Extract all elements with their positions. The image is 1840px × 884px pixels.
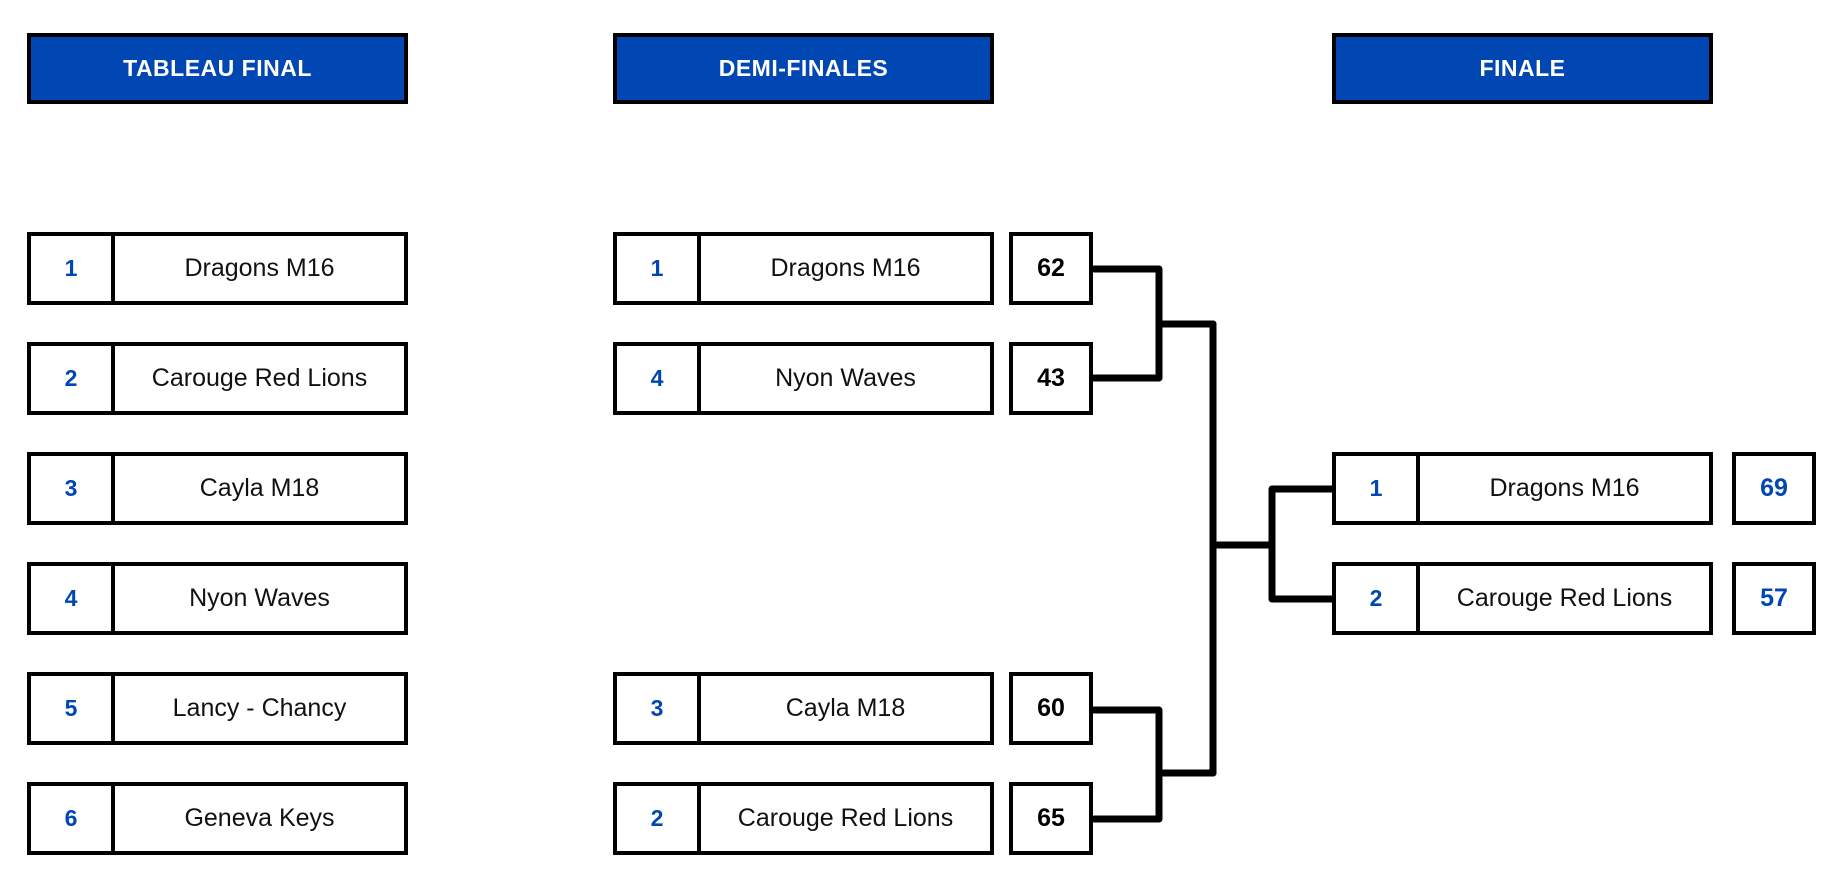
seed-label: 4: [617, 346, 701, 411]
semi-score-4: 65: [1009, 782, 1093, 855]
semi-row-1: 1 Dragons M16: [613, 232, 994, 305]
team-name: Dragons M16: [770, 254, 921, 282]
team-name: Cayla M18: [199, 474, 320, 502]
seed-label: 3: [31, 456, 115, 521]
connector-semi-2: [1090, 706, 1163, 823]
tableau-row-3: 3 Cayla M18: [27, 452, 408, 525]
seed-label: 3: [617, 676, 701, 741]
team-name: Carouge Red Lions: [151, 364, 368, 392]
team-name: Lancy - Chancy: [172, 694, 347, 722]
tableau-row-6: 6 Geneva Keys: [27, 782, 408, 855]
seed-label: 2: [1336, 566, 1420, 631]
seed-label: 2: [617, 786, 701, 851]
team-name: Carouge Red Lions: [1456, 584, 1673, 612]
header-tableau-final: TABLEAU FINAL: [27, 33, 408, 104]
team-name: Dragons M16: [1489, 474, 1640, 502]
final-row-2: 2 Carouge Red Lions: [1332, 562, 1713, 635]
tableau-row-4: 4 Nyon Waves: [27, 562, 408, 635]
semi-row-4: 2 Carouge Red Lions: [613, 782, 994, 855]
team-name: Geneva Keys: [184, 804, 335, 832]
team-name: Nyon Waves: [775, 364, 916, 392]
semi-score-3: 60: [1009, 672, 1093, 745]
seed-label: 5: [31, 676, 115, 741]
semi-row-3: 3 Cayla M18: [613, 672, 994, 745]
header-demi-finales: DEMI-FINALES: [613, 33, 994, 104]
connector-semi-1: [1090, 265, 1163, 382]
seed-label: 1: [31, 236, 115, 301]
seed-label: 2: [31, 346, 115, 411]
seed-label: 1: [617, 236, 701, 301]
final-score-1: 69: [1732, 452, 1816, 525]
semi-row-2: 4 Nyon Waves: [613, 342, 994, 415]
semi-score-2: 43: [1009, 342, 1093, 415]
seed-label: 4: [31, 566, 115, 631]
header-finale: FINALE: [1332, 33, 1713, 104]
tableau-row-2: 2 Carouge Red Lions: [27, 342, 408, 415]
final-row-1: 1 Dragons M16: [1332, 452, 1713, 525]
team-name: Dragons M16: [184, 254, 335, 282]
semi-score-1: 62: [1009, 232, 1093, 305]
tableau-row-1: 1 Dragons M16: [27, 232, 408, 305]
team-name: Carouge Red Lions: [737, 804, 954, 832]
tableau-row-5: 5 Lancy - Chancy: [27, 672, 408, 745]
team-name: Cayla M18: [785, 694, 906, 722]
seed-label: 1: [1336, 456, 1420, 521]
connector-final: [1268, 485, 1336, 603]
seed-label: 6: [31, 786, 115, 851]
final-score-2: 57: [1732, 562, 1816, 635]
team-name: Nyon Waves: [189, 584, 330, 612]
